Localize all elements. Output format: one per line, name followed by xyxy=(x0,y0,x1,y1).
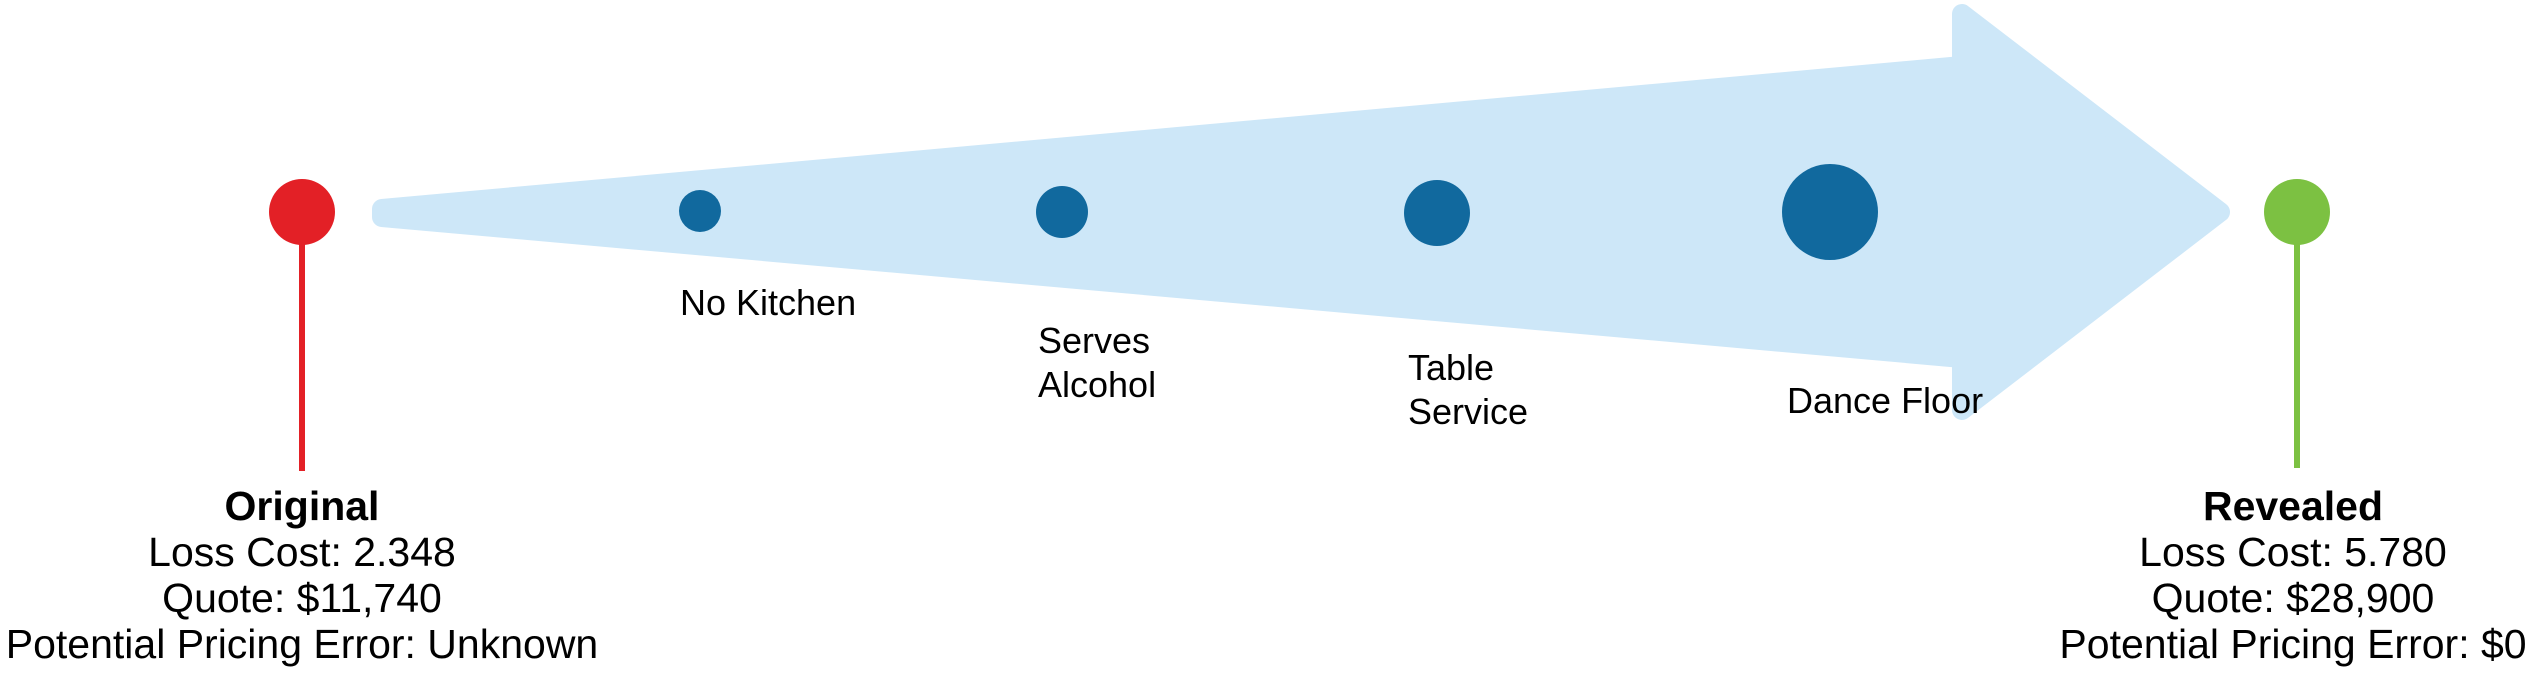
original-marker-dot xyxy=(269,179,335,245)
factor-dot-table-service xyxy=(1404,180,1470,246)
revealed-summary-title: Revealed xyxy=(2202,483,2384,529)
factor-label-no-kitchen: No Kitchen xyxy=(680,282,857,323)
factor-dot-dance-floor xyxy=(1782,164,1878,260)
revealed-quote: Quote: $28,900 xyxy=(2151,575,2435,621)
factor-dot-serves-alcohol xyxy=(1036,186,1088,238)
factor-label-serves-alcohol: Serves Alcohol xyxy=(1038,320,1157,405)
revealed-summary: Revealed Loss Cost: 5.780 Quote: $28,900… xyxy=(1983,483,2534,667)
original-summary-title: Original xyxy=(224,483,380,529)
original-summary: Original Loss Cost: 2.348 Quote: $11,740… xyxy=(0,483,612,667)
revealed-pricing-error: Potential Pricing Error: $0 xyxy=(2059,621,2527,667)
revealed-loss-cost: Loss Cost: 5.780 xyxy=(2139,529,2447,575)
growth-arrow-shape xyxy=(372,4,2230,420)
original-quote: Quote: $11,740 xyxy=(162,575,442,621)
factor-label-table-service: Table Service xyxy=(1408,347,1529,432)
original-marker-stem xyxy=(299,212,305,471)
original-pricing-error: Potential Pricing Error: Unknown xyxy=(5,621,599,667)
original-loss-cost: Loss Cost: 2.348 xyxy=(148,529,456,575)
factor-label-dance-floor: Dance Floor xyxy=(1787,380,1984,421)
revealed-marker-dot xyxy=(2264,179,2330,245)
factor-dot-no-kitchen xyxy=(679,190,721,232)
revealed-marker-stem xyxy=(2294,212,2300,468)
